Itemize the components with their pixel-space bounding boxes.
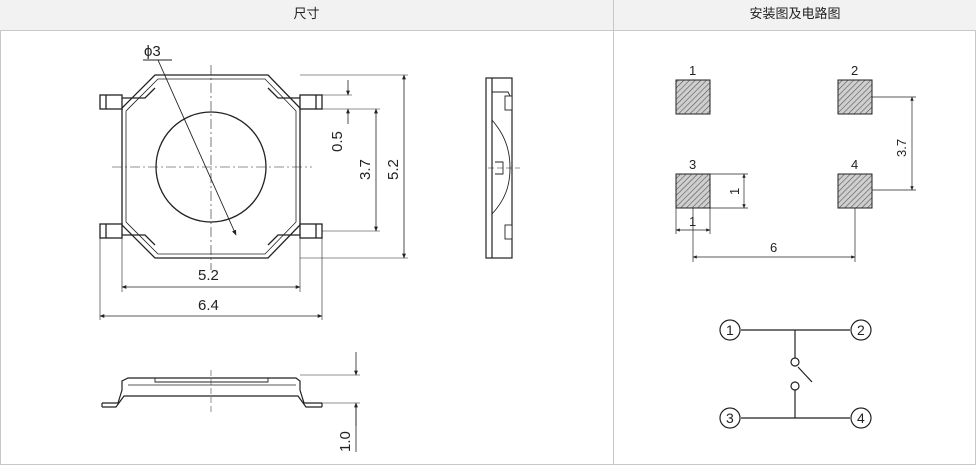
pad-label-1: 1 bbox=[689, 63, 696, 78]
pad-label-2: 2 bbox=[851, 63, 858, 78]
dim-6-4: 6.4 bbox=[198, 297, 219, 314]
body-octagon bbox=[121, 74, 301, 259]
pad-1 bbox=[675, 79, 711, 115]
terminal-label-4: 4 bbox=[857, 410, 865, 426]
lead-bottom-left bbox=[99, 223, 156, 246]
dim-5-2-side: 5.2 bbox=[385, 159, 402, 180]
terminal-4 bbox=[850, 407, 872, 429]
lead-top-left bbox=[99, 87, 156, 110]
dim-diameter: ϕ3 bbox=[144, 43, 161, 60]
lead-top-right bbox=[267, 87, 323, 110]
dim-pitch-x: 6 bbox=[770, 240, 777, 255]
pad-3 bbox=[675, 173, 711, 209]
header-dimensions: 尺寸 bbox=[0, 0, 613, 31]
dim-1-0: 1.0 bbox=[337, 431, 354, 452]
dim-3-7: 3.7 bbox=[357, 159, 374, 180]
terminal-3 bbox=[719, 407, 741, 429]
dim-pad-size: 1 bbox=[727, 188, 742, 195]
dim-pitch-y: 3.7 bbox=[894, 139, 909, 157]
terminal-label-1: 1 bbox=[726, 322, 734, 338]
dim-0-5: 0.5 bbox=[329, 131, 346, 152]
column-divider bbox=[613, 0, 614, 465]
pad-4 bbox=[837, 173, 873, 209]
pad-2 bbox=[837, 79, 873, 115]
front-view bbox=[101, 352, 360, 452]
dim-5-2-bottom: 5.2 bbox=[198, 267, 219, 284]
pad-label-4: 4 bbox=[851, 157, 858, 172]
dim-pad-width: 1 bbox=[689, 214, 696, 229]
terminal-label-3: 3 bbox=[726, 410, 734, 426]
terminal-1 bbox=[719, 319, 741, 341]
body-octagon-inner bbox=[125, 78, 297, 255]
circuit-diagram bbox=[719, 319, 872, 429]
pad-label-3: 3 bbox=[689, 157, 696, 172]
terminal-label-2: 2 bbox=[857, 322, 865, 338]
lead-bottom-right bbox=[267, 223, 323, 246]
pad-layout bbox=[675, 79, 916, 262]
header-install-circuit: 安装图及电路图 bbox=[614, 0, 976, 31]
side-view bbox=[485, 77, 520, 259]
top-view bbox=[99, 59, 408, 320]
terminal-2 bbox=[850, 319, 872, 341]
